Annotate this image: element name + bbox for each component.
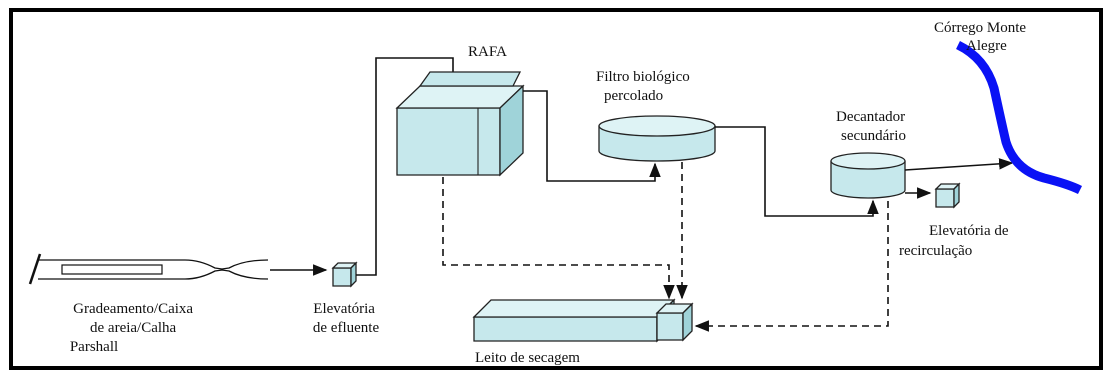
screening-label-line1: Gradeamento/Caixa: [73, 301, 193, 317]
flow-rafa-to-filter: [523, 90, 661, 182]
flow-filter-to-clarifier: [715, 126, 879, 217]
trickling-filter-unit: [598, 115, 716, 162]
recirculation-pump-label-line2: recirculação: [899, 243, 972, 259]
diagram-frame: [9, 8, 1103, 370]
sludge-line-clarifier: [694, 201, 889, 332]
stream-label: Córrego Monte Alegre: [934, 20, 1030, 54]
trickling-filter-label-line1: Filtro biológico: [596, 69, 690, 85]
recirculation-pump-label: Elevatória de recirculação: [899, 223, 1012, 259]
stream-label-line1: Córrego Monte: [934, 20, 1026, 36]
screening-unit: [28, 253, 269, 285]
screening-label-line3: Parshall: [70, 339, 118, 355]
trickling-filter-label-line2: percolado: [604, 88, 663, 104]
screening-label: Gradeamento/Caixa de areia/Calha Parshal…: [70, 301, 197, 355]
secondary-clarifier-label-line1: Decantador: [836, 109, 905, 125]
effluent-pump-label-line2: de efluente: [313, 320, 380, 336]
effluent-pump-label-line1: Elevatória: [313, 301, 375, 317]
drying-bed-unit: [472, 298, 694, 343]
secondary-clarifier-label-line2: secundário: [841, 128, 906, 144]
secondary-clarifier-unit: [830, 152, 906, 199]
flow-pump-to-rafa: [356, 57, 459, 276]
flow-clarifier-to-stream: [904, 158, 1014, 171]
recirculation-pump-label-line1: Elevatória de: [929, 223, 1009, 239]
rafa-unit: [395, 71, 525, 177]
effluent-pump-label: Elevatória de efluente: [313, 301, 380, 336]
secondary-clarifier-label: Decantador secundário: [836, 109, 909, 144]
screening-label-line2: de areia/Calha: [90, 320, 177, 336]
trickling-filter-label: Filtro biológico percolado: [596, 69, 694, 104]
sludge-line-rafa: [442, 177, 675, 300]
recirculation-pump-unit: [934, 182, 961, 209]
drying-bed-label: Leito de secagem: [475, 350, 580, 366]
stream-line: [955, 40, 1083, 195]
stream-label-line2: Alegre: [966, 38, 1007, 54]
effluent-pump-unit: [331, 261, 358, 288]
rafa-label: RAFA: [468, 44, 507, 60]
